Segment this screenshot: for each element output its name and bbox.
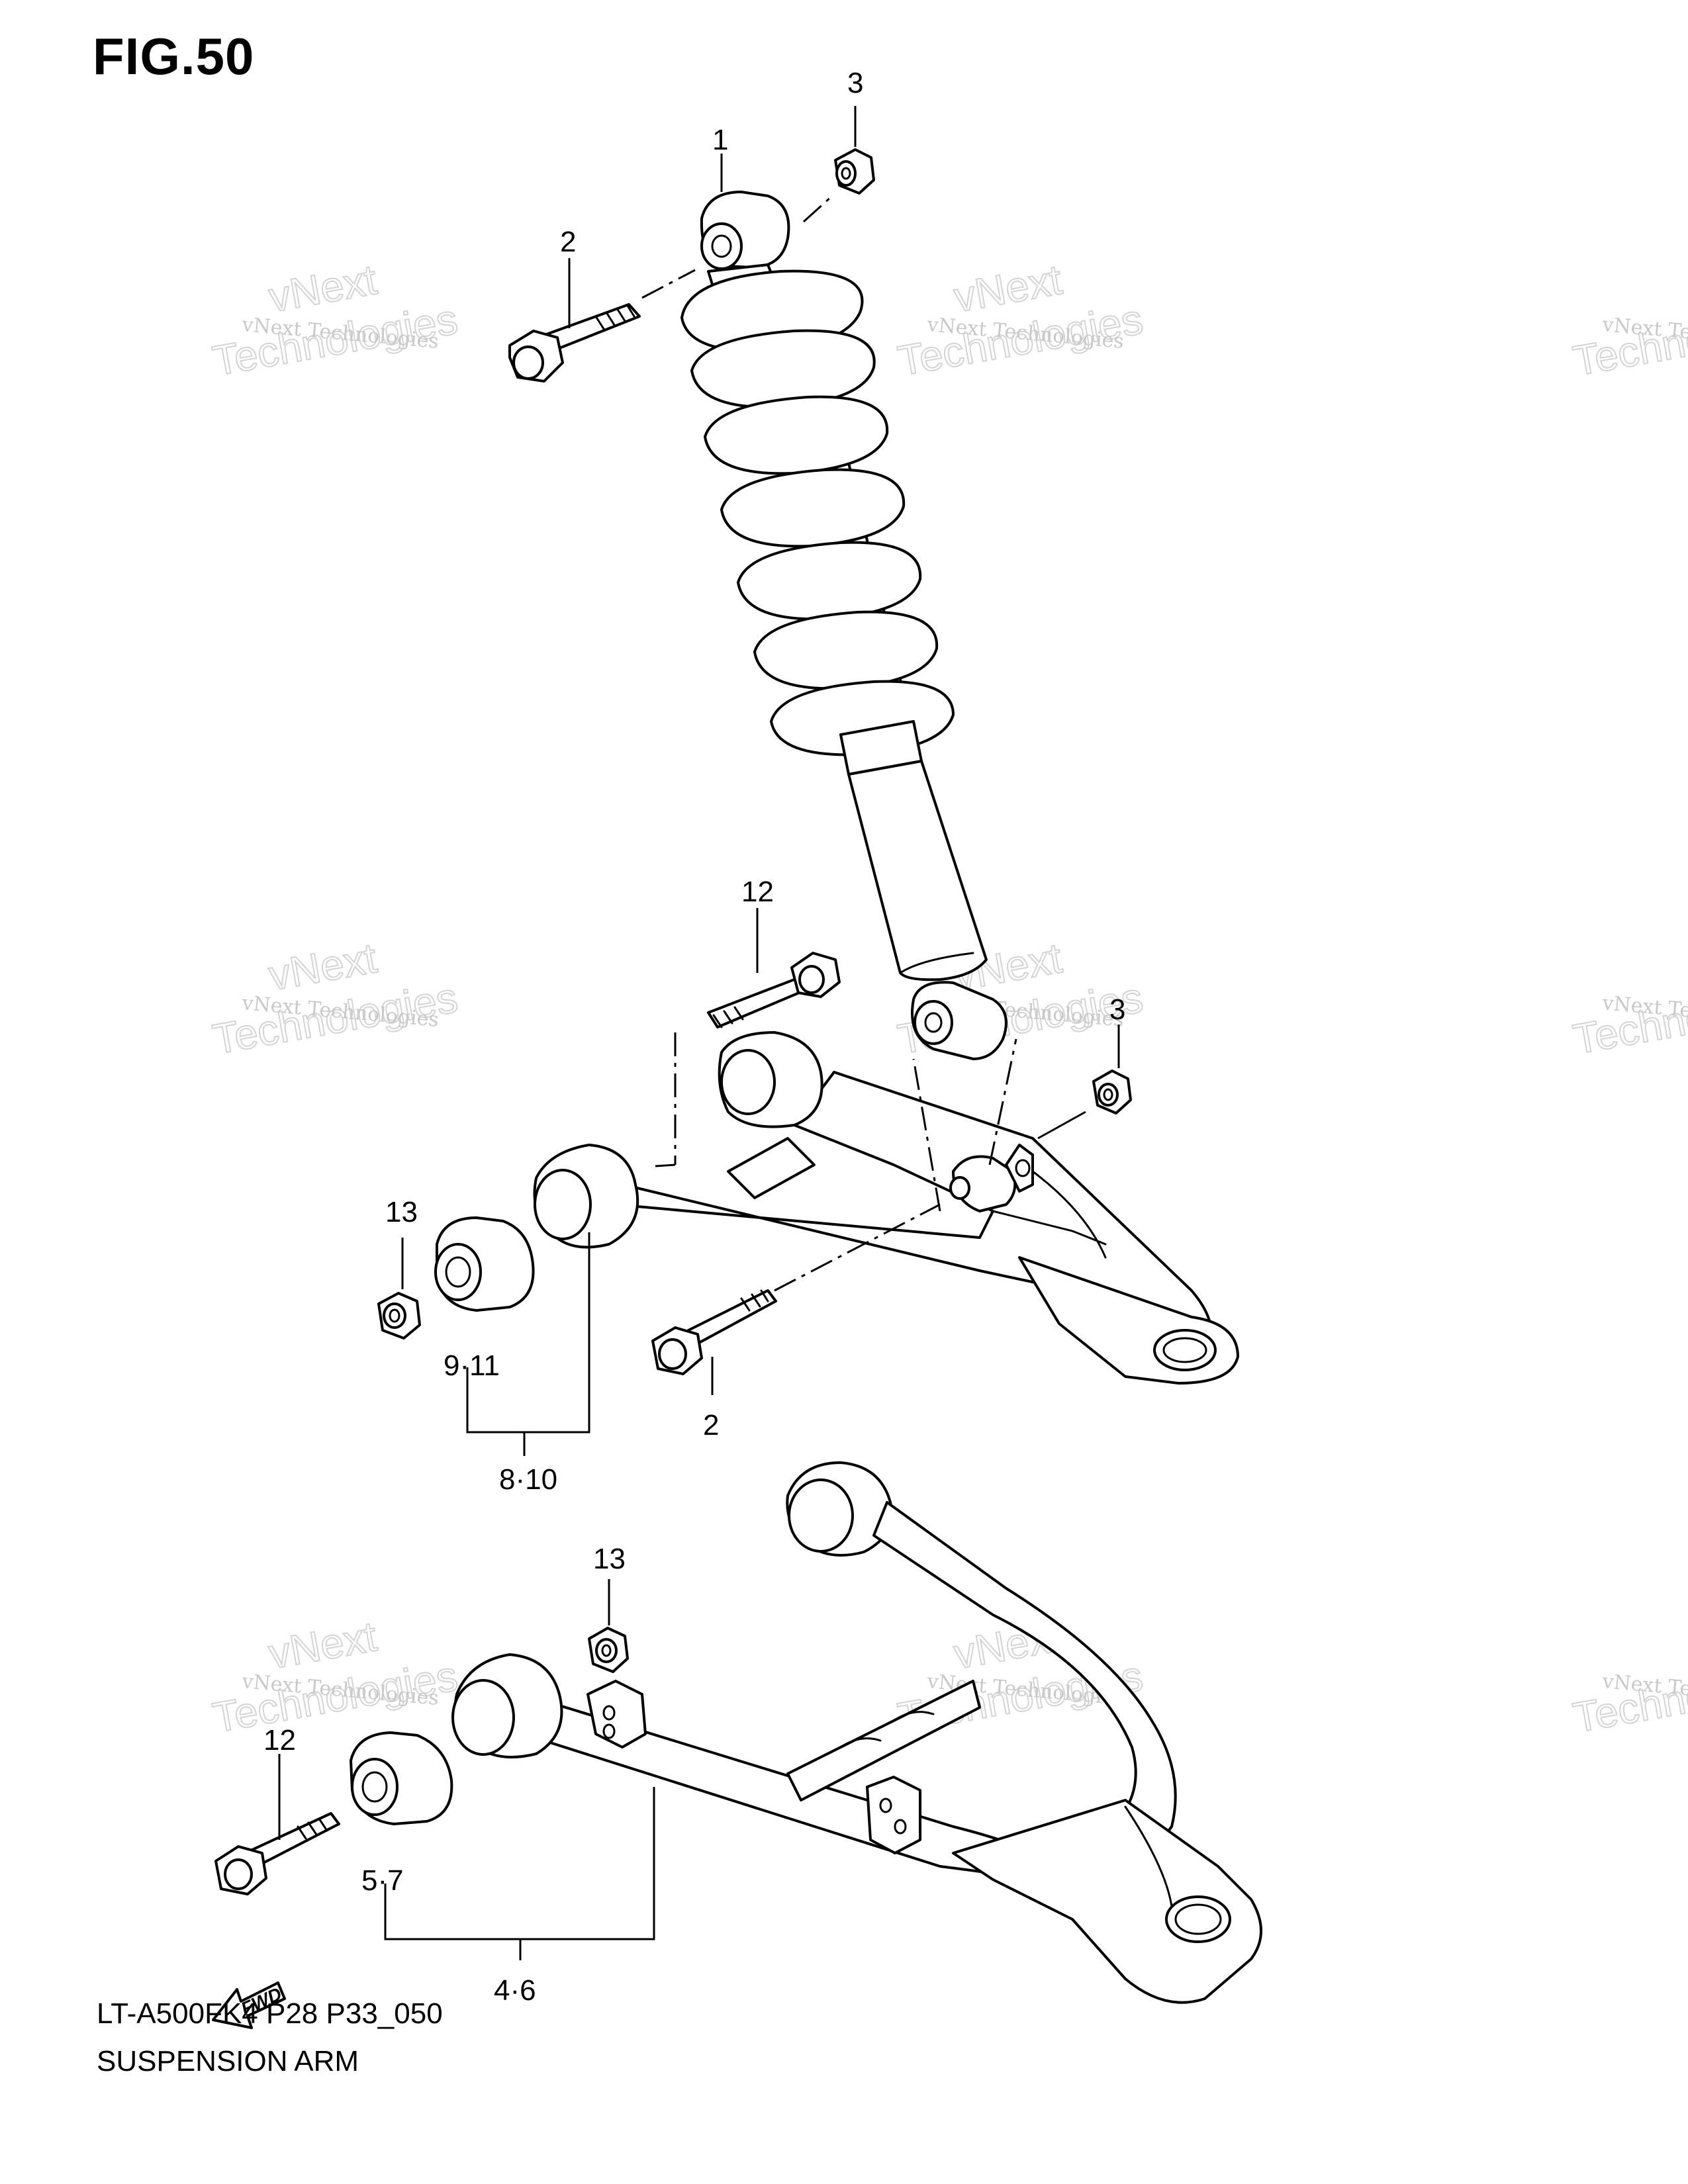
centerline bbox=[912, 1058, 941, 1212]
callout-1[interactable]: 1 bbox=[712, 124, 728, 156]
centerline bbox=[774, 1203, 941, 1292]
callout-12-lower[interactable]: 12 bbox=[263, 1724, 296, 1756]
bushing-part-9-11[interactable] bbox=[434, 1216, 535, 1312]
bushing-part-5-7[interactable] bbox=[350, 1731, 453, 1825]
bolt-part-12-lower[interactable] bbox=[214, 1812, 340, 1895]
bolt-part-2-top[interactable] bbox=[508, 303, 641, 383]
callout-8-10[interactable]: 8·10 bbox=[499, 1463, 557, 1496]
upper-suspension-arm-part-8-10[interactable] bbox=[533, 1031, 1239, 1385]
figure-title: FIG.50 bbox=[93, 27, 255, 85]
centerline bbox=[988, 1038, 1017, 1165]
nut-part-13-upper[interactable] bbox=[377, 1292, 421, 1340]
callout-12-upper[interactable]: 12 bbox=[741, 876, 774, 908]
lower-suspension-arm-part-4-6[interactable] bbox=[451, 1461, 1262, 2004]
watermark: Technologies vNext Technologies bbox=[1569, 1651, 1688, 1743]
callout-5-7[interactable]: 5·7 bbox=[361, 1864, 404, 1897]
callout-2-top[interactable]: 2 bbox=[560, 226, 576, 258]
watermark: Technologies vNext Technologies bbox=[1569, 973, 1688, 1064]
figure-subtitle: SUSPENSION ARM bbox=[97, 2045, 359, 2077]
callout-3-top[interactable]: 3 bbox=[847, 67, 863, 99]
centerline bbox=[641, 269, 696, 299]
callout-13-upper[interactable]: 13 bbox=[385, 1196, 418, 1228]
bolt-part-2-mid[interactable] bbox=[651, 1289, 777, 1375]
watermark: Technologies vNext Technologies bbox=[1569, 295, 1688, 386]
callout-2-mid[interactable]: 2 bbox=[703, 1409, 719, 1441]
coil-spring bbox=[680, 269, 955, 756]
watermark: Technologies vNext vNext Technologies bbox=[894, 255, 1147, 386]
model-code: LT-A500FK4 P28 P33_050 bbox=[97, 1997, 443, 2030]
callout-3-mid[interactable]: 3 bbox=[1109, 993, 1125, 1026]
callout-4-6[interactable]: 4·6 bbox=[494, 1974, 536, 2007]
bolt-part-12-upper[interactable] bbox=[707, 952, 841, 1028]
centerline bbox=[802, 196, 832, 223]
centerline bbox=[655, 1163, 676, 1167]
watermark: Technologies vNext vNext Technologies bbox=[209, 255, 461, 386]
grouping-bracket bbox=[466, 1232, 590, 1433]
nut-part-3-top[interactable] bbox=[834, 148, 875, 195]
callout-9-11[interactable]: 9·11 bbox=[444, 1349, 500, 1382]
nut-part-13-lower[interactable] bbox=[588, 1627, 629, 1673]
leader-line bbox=[1037, 1111, 1086, 1140]
nut-part-3-mid[interactable] bbox=[1092, 1069, 1132, 1115]
watermark: Technologies vNext vNext Technologies bbox=[209, 1612, 461, 1743]
watermark: Technologies vNext vNext Technologies bbox=[209, 933, 461, 1064]
shock-absorber-part-1[interactable] bbox=[680, 191, 1008, 1060]
callout-13-lower[interactable]: 13 bbox=[593, 1543, 626, 1575]
